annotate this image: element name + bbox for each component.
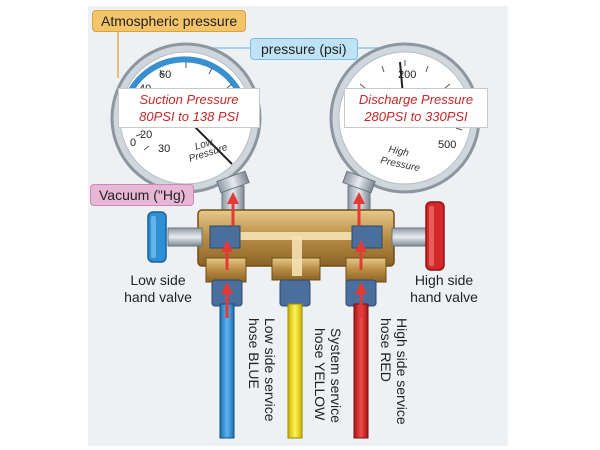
low-hose-label-line2: hose BLUE xyxy=(246,318,262,389)
flow-arrows xyxy=(221,192,367,318)
high-side-hand-valve-label: High side hand valve xyxy=(404,272,484,306)
low-side-hose-blue xyxy=(219,303,235,439)
low-tick-0: 0 xyxy=(130,137,136,149)
gauge-stems xyxy=(216,170,376,213)
vacuum-label: Vacuum ("Hg) xyxy=(90,184,195,206)
pressure-psi-label: pressure (psi) xyxy=(250,38,358,60)
low-side-hand-valve-label: Low side hand valve xyxy=(118,272,198,306)
low-valve-label-line1: Low side xyxy=(130,272,186,288)
high-tick-200: 200 xyxy=(398,69,416,81)
hose-couplers xyxy=(211,279,377,307)
discharge-pressure-title: Discharge Pressure xyxy=(358,92,474,107)
discharge-pressure-box: Discharge Pressure 280PSI to 330PSI xyxy=(344,88,488,128)
low-valve-label-line2: hand valve xyxy=(124,289,192,305)
low-tick-60: 60 xyxy=(159,69,171,81)
low-side-hand-valve[interactable] xyxy=(147,211,167,263)
high-valve-label-line2: hand valve xyxy=(410,289,478,305)
system-hose-label-line2: hose YELLOW xyxy=(312,328,328,421)
discharge-pressure-range: 280PSI to 330PSI xyxy=(364,109,468,124)
low-hose-label-line1: Low side service xyxy=(262,318,278,422)
high-side-hand-valve[interactable] xyxy=(425,201,445,271)
low-gauge-blue-arc xyxy=(125,56,241,98)
high-hose-label-line2: hose RED xyxy=(378,318,394,382)
high-valve-label-line1: High side xyxy=(414,272,474,288)
system-hose-label: System service hose YELLOW xyxy=(312,328,344,423)
system-hose-yellow xyxy=(287,303,303,439)
suction-pressure-range: 80PSI to 138 PSI xyxy=(139,109,239,124)
low-tick-30: 30 xyxy=(158,143,170,155)
high-hose-label: High side service hose RED xyxy=(378,318,410,425)
system-hose-label-line1: System service xyxy=(328,328,344,423)
high-face-label-1: High xyxy=(387,144,410,159)
suction-pressure-title: Suction Pressure xyxy=(139,92,239,107)
high-tick-500: 500 xyxy=(438,139,456,151)
suction-pressure-box: Suction Pressure 80PSI to 138 PSI xyxy=(118,88,260,128)
high-side-hose-red xyxy=(353,303,369,439)
low-tick-neg20: 20 xyxy=(140,129,152,141)
low-hose-label: Low side service hose BLUE xyxy=(246,318,278,422)
atmospheric-pressure-label: Atmospheric pressure xyxy=(92,10,247,32)
high-hose-label-line1: High side service xyxy=(394,318,410,425)
